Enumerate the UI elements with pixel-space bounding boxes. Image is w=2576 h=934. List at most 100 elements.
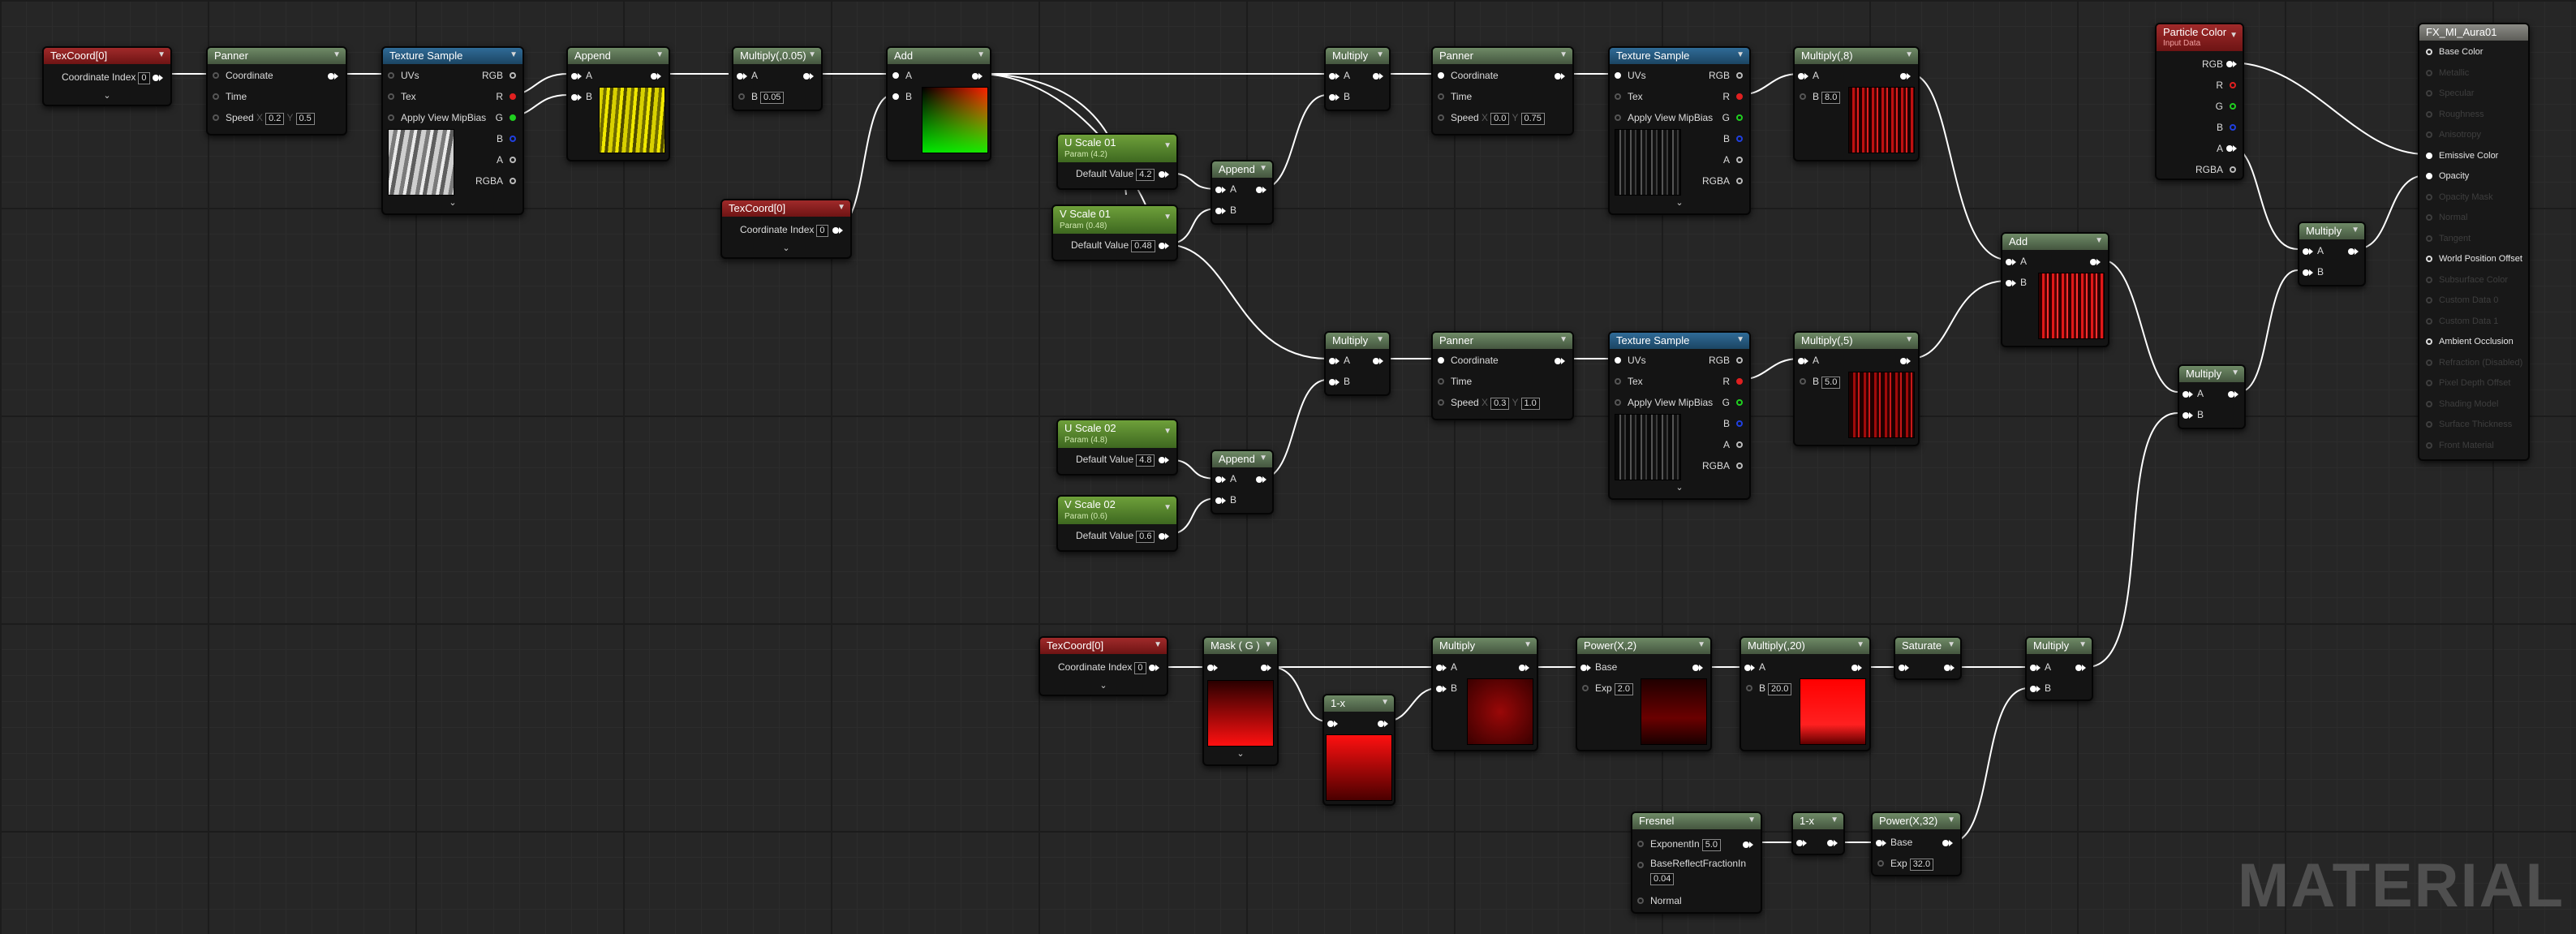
default-value-field[interactable]: 0.6 (1136, 531, 1155, 543)
time-pin-icon[interactable] (213, 93, 219, 100)
default-value-field[interactable]: 4.8 (1136, 454, 1155, 467)
result-input-pin-icon[interactable] (2426, 49, 2432, 55)
chevron-down-icon[interactable]: ▼ (1376, 50, 1384, 59)
multiply-node-8[interactable]: Multiply ▼ A B (1431, 636, 1538, 751)
result-input-pin-icon[interactable] (2426, 173, 2432, 179)
time-pin-icon[interactable] (1438, 378, 1444, 385)
speed-x-field[interactable]: 0.2 (265, 113, 285, 125)
result-input-pin-icon[interactable] (2426, 297, 2432, 303)
rgba-pin-icon[interactable] (2230, 166, 2236, 173)
chevron-down-icon[interactable]: ▼ (1163, 141, 1172, 150)
chevron-down-icon[interactable]: ▼ (1947, 816, 1955, 824)
chevron-down-icon[interactable]: ▼ (837, 203, 845, 212)
output-pin-icon[interactable] (1743, 841, 1754, 849)
chevron-down-icon[interactable]: ▼ (1259, 454, 1267, 463)
input-a-pin-icon[interactable] (1744, 664, 1756, 672)
result-input-pin-icon[interactable] (2426, 421, 2432, 428)
chevron-down-icon[interactable]: ▼ (1264, 640, 1272, 649)
result-input-pin-icon[interactable] (2426, 90, 2432, 97)
input-b-pin-icon[interactable] (1800, 378, 1806, 385)
b-pin-icon[interactable] (2230, 124, 2236, 131)
expand-chevron-icon[interactable]: ⌄ (1675, 483, 1684, 493)
input-b-pin-icon[interactable] (571, 93, 583, 101)
input-a-pin-icon[interactable] (1798, 72, 1809, 80)
exp-value-field[interactable]: 2.0 (1614, 683, 1633, 695)
multiply-node-6[interactable]: Multiply ▼ A B (2178, 364, 2246, 429)
chevron-down-icon[interactable]: ▼ (656, 50, 664, 59)
input-b-pin-icon[interactable] (2006, 279, 2017, 287)
rgb-pin-icon[interactable] (510, 72, 516, 79)
g-pin-icon[interactable] (1736, 399, 1743, 406)
normal-pin-icon[interactable] (1637, 897, 1644, 904)
g-pin-icon[interactable] (510, 114, 516, 121)
base-reflect-pin-icon[interactable] (1637, 862, 1644, 868)
result-input-pin-icon[interactable] (2426, 110, 2432, 118)
result-input-pin-icon[interactable] (2426, 441, 2432, 449)
one-minus-node-2[interactable]: 1-x ▼ (1791, 811, 1845, 855)
result-input-pin-icon[interactable] (2426, 131, 2432, 138)
saturate-node[interactable]: Saturate ▼ (1894, 636, 1962, 680)
exp-pin-icon[interactable] (1877, 860, 1884, 867)
output-pin-icon[interactable] (832, 226, 844, 235)
a-pin-icon[interactable] (1736, 441, 1743, 448)
rgb-pin-icon[interactable] (1736, 357, 1743, 364)
uvs-pin-icon[interactable] (388, 72, 394, 79)
output-pin-icon[interactable] (1159, 170, 1170, 179)
input-a-pin-icon[interactable] (737, 72, 748, 80)
g-pin-icon[interactable] (1736, 114, 1743, 121)
a-pin-icon[interactable] (1736, 157, 1743, 163)
chevron-down-icon[interactable]: ▼ (808, 50, 816, 59)
chevron-down-icon[interactable]: ▼ (977, 50, 985, 59)
b-value-field[interactable]: 0.05 (760, 92, 785, 104)
chevron-down-icon[interactable]: ▼ (333, 50, 341, 59)
time-pin-icon[interactable] (1438, 93, 1444, 100)
output-pin-icon[interactable] (2090, 258, 2101, 266)
mipbias-pin-icon[interactable] (388, 114, 394, 121)
tex-pin-icon[interactable] (388, 93, 394, 100)
speed-pin-icon[interactable] (1438, 114, 1444, 121)
expand-chevron-icon[interactable]: ⌄ (782, 243, 790, 253)
a-pin-icon[interactable] (510, 157, 516, 163)
chevron-down-icon[interactable]: ▼ (2079, 640, 2087, 649)
r-pin-icon[interactable] (510, 93, 516, 100)
output-pin-icon[interactable] (1827, 839, 1838, 847)
input-b-pin-icon[interactable] (2030, 685, 2041, 693)
exp-pin-icon[interactable] (1582, 685, 1589, 691)
chevron-down-icon[interactable]: ▼ (1163, 427, 1172, 436)
output-pin-icon[interactable] (1378, 720, 1389, 728)
input-a-pin-icon[interactable] (1436, 664, 1447, 672)
input-a-pin-icon[interactable] (2030, 664, 2041, 672)
expand-chevron-icon[interactable]: ⌄ (1675, 198, 1684, 208)
b-value-field[interactable]: 5.0 (1821, 377, 1841, 389)
output-pin-icon[interactable] (1555, 72, 1566, 80)
input-b-pin-icon[interactable] (2303, 269, 2314, 277)
r-pin-icon[interactable] (1736, 378, 1743, 385)
texture-sample-node-1[interactable]: Texture Sample ▼ UVs Tex Apply View MipB… (381, 46, 524, 215)
base-pin-icon[interactable] (1876, 839, 1887, 847)
input-a-pin-icon[interactable] (1329, 357, 1340, 365)
uvs-pin-icon[interactable] (1615, 72, 1621, 79)
chevron-down-icon[interactable]: ▼ (2230, 31, 2238, 40)
input-b-pin-icon[interactable] (738, 93, 745, 100)
coord-index-field[interactable]: 0 (138, 72, 150, 84)
output-pin-icon[interactable] (2228, 390, 2239, 398)
input-b-pin-icon[interactable] (1215, 207, 1227, 215)
coordinate-pin-icon[interactable] (1438, 357, 1444, 364)
input-b-pin-icon[interactable] (1215, 497, 1227, 505)
input-b-pin-icon[interactable] (892, 93, 899, 100)
g-pin-icon[interactable] (2230, 103, 2236, 110)
chevron-down-icon[interactable]: ▼ (1376, 335, 1384, 344)
append-node-1[interactable]: Append ▼ A B (566, 46, 670, 161)
input-pin-icon[interactable] (1327, 720, 1339, 728)
chevron-down-icon[interactable]: ▼ (1905, 50, 1913, 59)
result-input-pin-icon[interactable] (2426, 359, 2432, 366)
